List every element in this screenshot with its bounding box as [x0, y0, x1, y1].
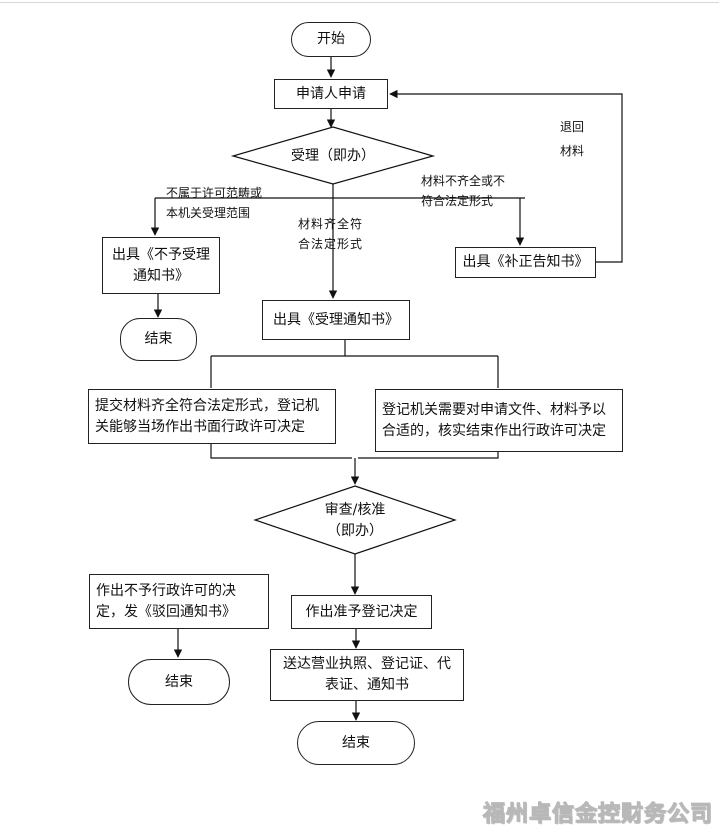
- merge-right-line: [358, 452, 499, 459]
- onsite-decision-node: 提交材料齐全符合法定形式，登记机关能够当场作出书面行政许可决定: [88, 389, 336, 444]
- approve-decision-node: 作出准予登记决定: [291, 595, 432, 629]
- start-label: 开始: [317, 31, 345, 47]
- incomplete-label: 材料不齐全或不 符合法定形式: [421, 174, 506, 208]
- apply-label: 申请人申请: [296, 85, 366, 102]
- approve-decision-label: 作出准予登记决定: [305, 603, 418, 620]
- deny-decision-label: 作出不予行政许可的决定，发《驳回通知书》: [96, 582, 236, 620]
- deliver-node: 送达营业执照、登记证、代表证、通知书: [270, 649, 464, 701]
- return-materials-label: 退回 材料: [560, 120, 585, 158]
- accept-notice-node: 出具《受理通知书》: [262, 300, 410, 340]
- watermark-text: 福州卓信金控财务公司: [482, 802, 713, 828]
- top-border: [0, 2, 719, 3]
- start-node: 开始: [291, 22, 371, 57]
- accept-notice-label: 出具《受理通知书》: [273, 311, 399, 328]
- supplement-notice-label: 出具《补正告知书》: [462, 254, 589, 270]
- verify-decision-node: 登记机关需要对申请文件、材料予以合适的，核实结束作出行政许可决定: [375, 389, 623, 452]
- merge-left-line: [210, 444, 352, 459]
- end-reject-node: 结束: [120, 318, 197, 361]
- supplement-notice-node: 出具《补正告知书》: [455, 247, 596, 278]
- end-final-node: 结束: [297, 721, 415, 765]
- end-reject-label: 结束: [144, 331, 173, 347]
- accept-decision-text: 受理（即办）: [291, 148, 375, 164]
- deny-decision-node: 作出不予行政许可的决定，发《驳回通知书》: [89, 574, 269, 629]
- return-loop-line: [389, 89, 623, 263]
- reject-notice-label: 出具《不予受理通知书》: [112, 246, 210, 284]
- end-deny-label: 结束: [165, 673, 193, 690]
- review-decision-text: 审查/核准 （即办）: [324, 502, 386, 539]
- verify-decision-label: 登记机关需要对申请文件、材料予以合适的，核实结束作出行政许可决定: [382, 401, 606, 439]
- apply-node: 申请人申请: [274, 79, 388, 109]
- end-final-label: 结束: [342, 734, 370, 751]
- reject-notice-node: 出具《不予受理通知书》: [102, 237, 220, 294]
- onsite-decision-label: 提交材料齐全符合法定形式，登记机关能够当场作出书面行政许可决定: [95, 397, 319, 435]
- deliver-label: 送达营业执照、登记证、代表证、通知书: [283, 656, 451, 693]
- end-deny-node: 结束: [128, 659, 230, 705]
- complete-label: 材料齐全符 合法定形式: [298, 217, 364, 251]
- out-of-scope-label: 不属于许可范畴或 本机关受理范围: [166, 186, 263, 220]
